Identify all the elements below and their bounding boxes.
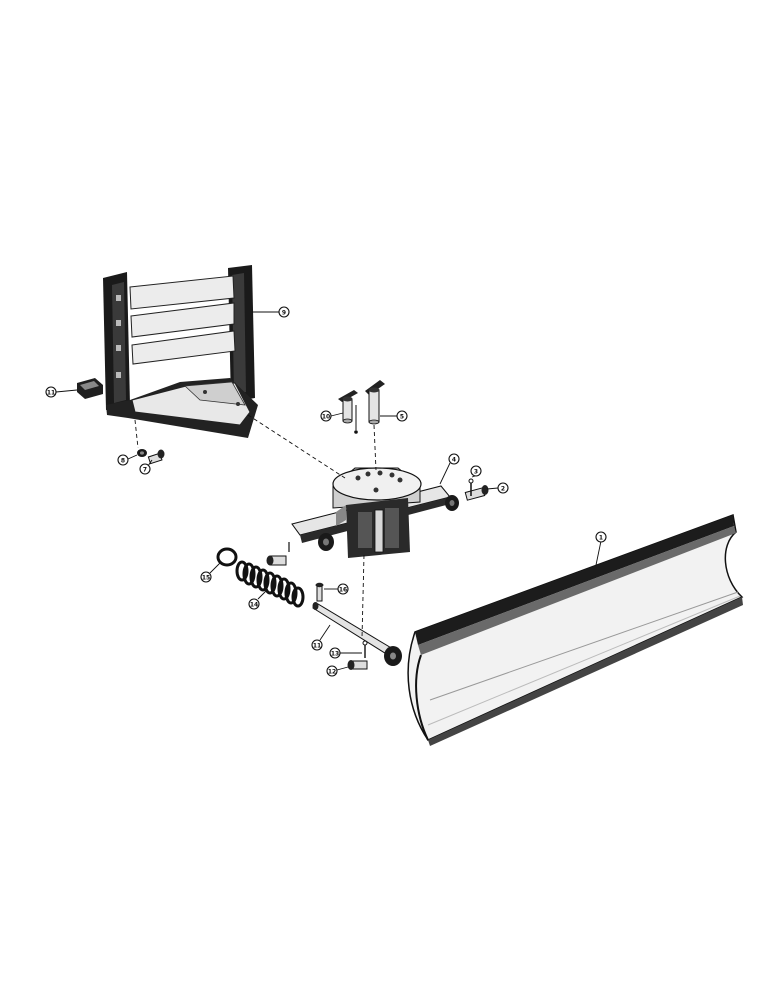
spring <box>235 560 305 608</box>
callout-label: 8 <box>121 458 125 465</box>
callout-2: 2 <box>486 482 509 494</box>
bolt-mid <box>315 582 324 602</box>
callout-label: 11 <box>47 390 55 397</box>
push-frame <box>103 265 258 438</box>
assembly-line-pin-to-pivot <box>373 424 377 471</box>
callout-label: 9 <box>282 310 286 317</box>
callout-11-block: 11 <box>45 386 78 398</box>
cotter-pin-lower <box>362 640 368 658</box>
callout-label: 5 <box>400 414 404 421</box>
callout-9: 9 <box>252 306 290 318</box>
callout-13: 13 <box>329 647 362 659</box>
callout-7: 7 <box>139 459 153 475</box>
rod <box>312 602 402 666</box>
pin-short <box>266 542 290 566</box>
washer <box>216 547 238 567</box>
nut <box>137 449 147 457</box>
pin-small <box>464 485 489 501</box>
blade <box>407 513 744 746</box>
callout-10: 10 <box>320 410 344 422</box>
block <box>77 378 103 399</box>
callout-8: 8 <box>117 454 138 466</box>
pivot-frame <box>291 467 459 558</box>
callout-label: 10 <box>322 414 330 421</box>
callout-16: 16 <box>324 583 349 595</box>
callout-1: 1 <box>595 531 607 566</box>
callout-label: 12 <box>328 669 336 676</box>
callout-label: 15 <box>202 575 210 582</box>
callout-12: 12 <box>326 665 349 677</box>
callout-3: 3 <box>470 465 482 478</box>
callout-label: 2 <box>501 486 505 493</box>
lever-pin-left <box>338 390 358 434</box>
callout-label: 16 <box>339 587 347 594</box>
callout-label: 13 <box>331 651 339 658</box>
callout-5: 5 <box>380 410 408 422</box>
callout-15: 15 <box>200 562 221 583</box>
callout-14: 14 <box>248 590 267 610</box>
cotter-pin-small <box>468 478 474 496</box>
callout-label: 1 <box>599 535 603 542</box>
lever-pin-right <box>365 380 385 425</box>
callout-4: 4 <box>439 453 460 485</box>
callout-label: 4 <box>452 457 456 464</box>
callout-11-rod: 11 <box>311 624 331 651</box>
callout-label: 11 <box>313 643 321 650</box>
callout-label: 7 <box>143 467 147 474</box>
bolt-lower <box>347 660 368 670</box>
assembly-line-frame-to-bolt <box>134 419 139 449</box>
callout-label: 14 <box>250 602 258 609</box>
assembly-line-frame-to-pivot <box>247 414 346 479</box>
assembly-line-pivot-to-rod <box>361 554 365 639</box>
callout-label: 3 <box>474 469 478 476</box>
